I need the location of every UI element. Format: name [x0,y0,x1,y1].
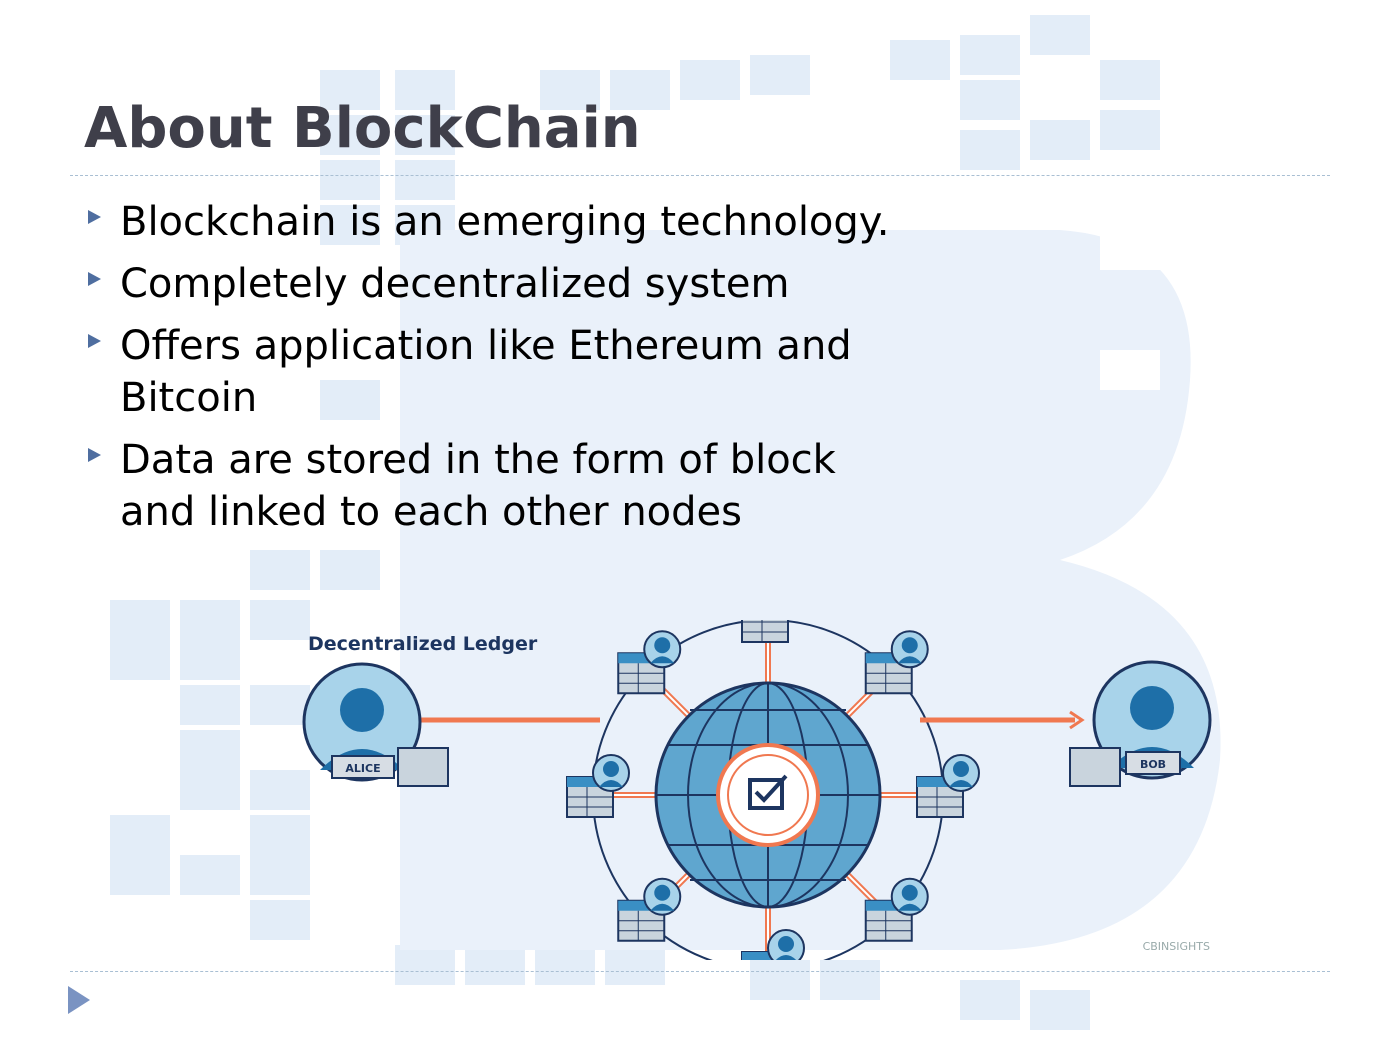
cbinsights-credit: CBINSIGHTS [1143,940,1210,953]
watermark-block [1100,60,1160,100]
watermark-block [320,115,380,155]
watermark-block [110,855,170,895]
watermark-block [610,70,670,110]
watermark-block [395,115,455,155]
watermark-block [960,980,1020,1020]
watermark-block [605,945,665,985]
bullet-item: Blockchain is an emerging technology. [86,196,966,248]
watermark-block [180,730,240,770]
bullet-text: Blockchain is an emerging technology. [120,199,890,245]
watermark-block [540,70,600,110]
watermark-block [960,130,1020,170]
bullet-item: Offers application like Ethereum and Bit… [86,320,966,424]
watermark-block [535,945,595,985]
watermark-block [395,945,455,985]
bullet-list: Blockchain is an emerging technology. Co… [86,196,966,548]
watermark-block [960,35,1020,75]
watermark-block [110,600,170,640]
ledger-node-icon [916,754,980,818]
watermark-block [960,80,1020,120]
bullet-text: Data are stored in the form of block and… [120,437,836,535]
alice-label: ALICE [345,762,380,775]
bullet-triangle-icon [88,272,101,286]
bob-label: BOB [1140,758,1166,771]
watermark-block [250,685,310,725]
watermark-block [320,70,380,110]
footer-divider [70,971,1330,972]
bullet-text: Offers application like Ethereum and Bit… [120,323,852,421]
watermark-block [250,900,310,940]
watermark-block [1100,230,1160,270]
watermark-block [1100,110,1160,150]
bullet-item: Completely decentralized system [86,258,966,310]
watermark-block [820,960,880,1000]
watermark-block [395,160,455,200]
watermark-block [1100,350,1160,390]
arrow-head-icon [1069,710,1085,730]
watermark-block [320,550,380,590]
bullet-triangle-icon [88,210,101,224]
watermark-block [110,815,170,855]
watermark-block [1030,15,1090,55]
ledger-nodes [566,620,980,960]
title-divider [70,175,1330,176]
watermark-block [250,600,310,640]
decentralized-ledger-diagram: Decentralized Ledger ALICE BOB CB [302,620,1212,960]
watermark-block [1030,120,1090,160]
watermark-block [750,55,810,95]
watermark-block [250,855,310,895]
ledger-node-icon [741,620,789,643]
watermark-block [180,855,240,895]
watermark-block [250,770,310,810]
watermark-block [465,945,525,985]
watermark-block [680,60,740,100]
watermark-block [250,815,310,855]
ledger-node-icon [617,630,682,695]
watermark-block [890,40,950,80]
bob-avatar-icon: BOB [1069,660,1212,787]
watermark-block [320,205,380,245]
watermark-block [180,600,240,640]
ledger-node-icon [741,929,805,960]
ledger-node-icon [864,877,929,942]
bullet-text: Completely decentralized system [120,261,790,307]
checkbox-icon [748,774,788,810]
slide-title: About BlockChain [84,96,641,161]
ledger-node-icon [864,630,929,695]
watermark-block [320,160,380,200]
watermark-block [180,640,240,680]
watermark-block [320,380,380,420]
alice-avatar-icon: ALICE [302,662,449,787]
ledger-node-icon [617,877,682,942]
watermark-block [250,550,310,590]
bullet-triangle-icon [88,334,101,348]
bullet-triangle-icon [88,448,101,462]
watermark-block [750,960,810,1000]
watermark-block [180,685,240,725]
watermark-block [395,70,455,110]
watermark-block [180,770,240,810]
ledger-node-icon [566,754,630,818]
watermark-block [1030,990,1090,1030]
watermark-block [110,640,170,680]
bullet-item: Data are stored in the form of block and… [86,434,966,538]
diagram-title: Decentralized Ledger [308,633,538,655]
next-slide-arrow-icon[interactable] [68,986,90,1014]
